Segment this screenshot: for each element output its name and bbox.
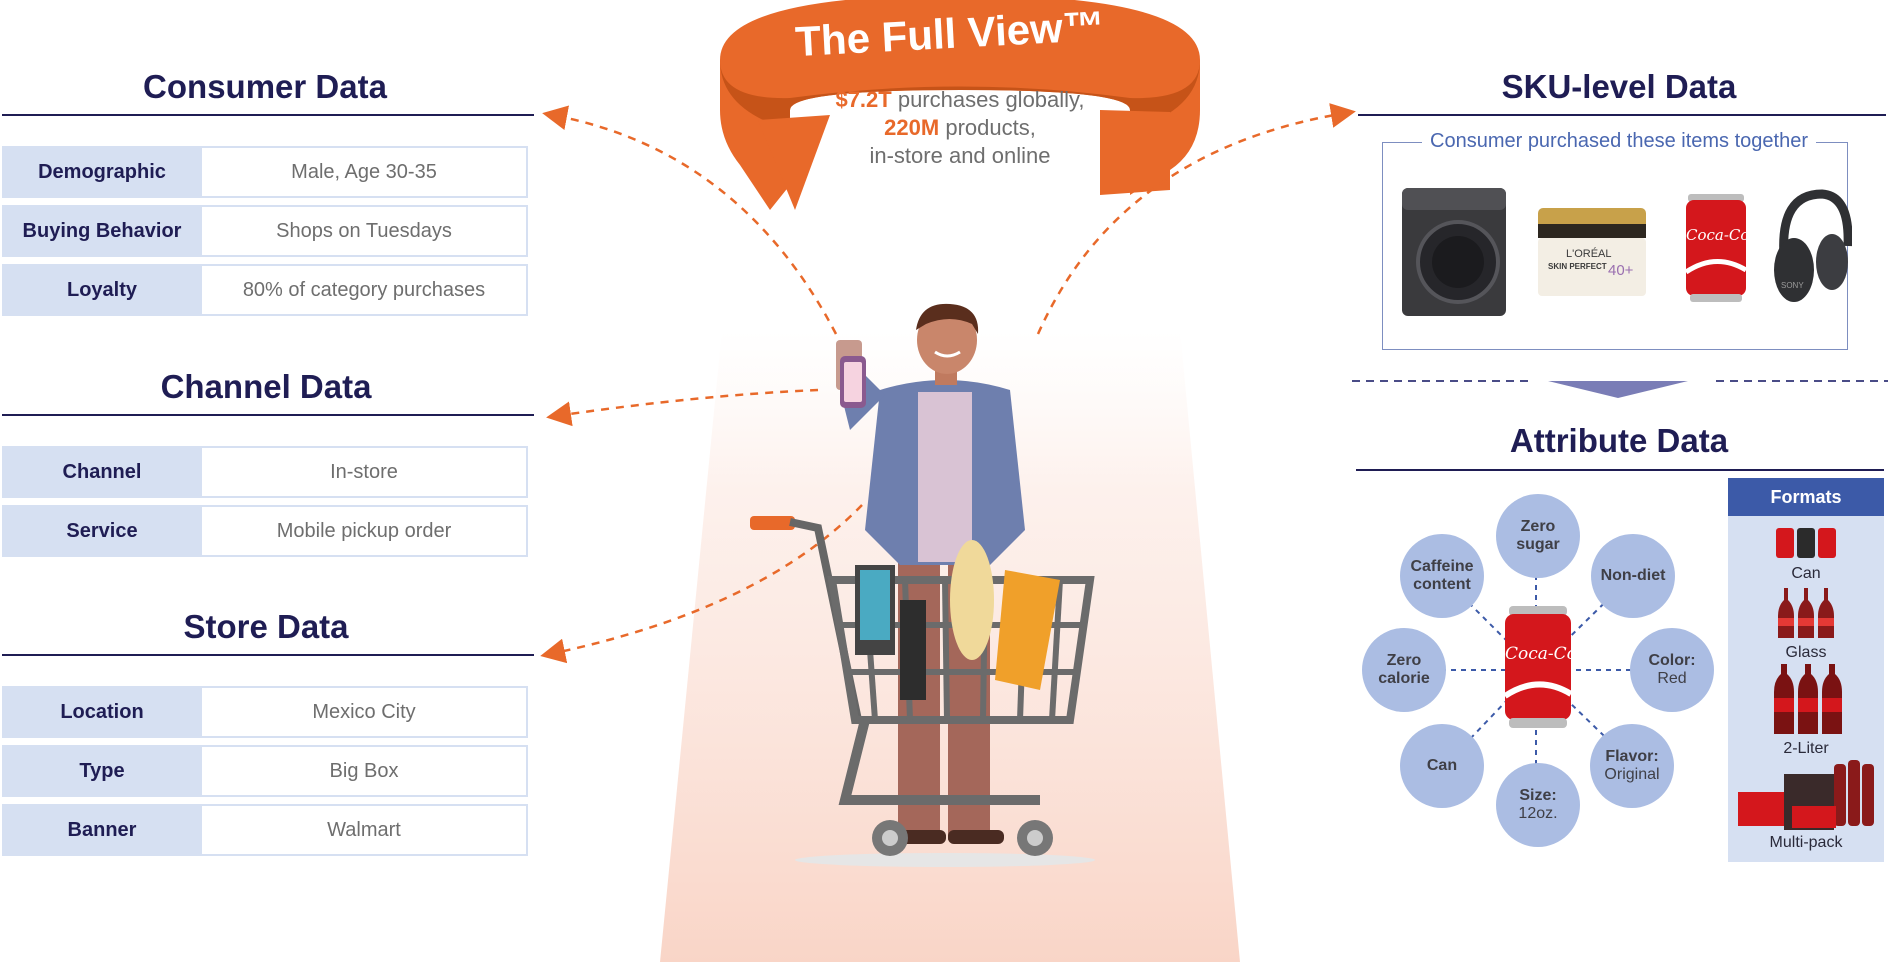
attribute-label: Color: — [1648, 652, 1696, 669]
loreal-line-text: SKIN PERFECT — [1548, 262, 1607, 271]
attribute-can: Can — [1400, 724, 1484, 808]
sku-to-attribute-divider — [1352, 380, 1888, 398]
store-row-banner: Banner Walmart — [2, 804, 528, 856]
row-value: Big Box — [202, 745, 528, 797]
row-key: Type — [2, 745, 202, 797]
loreal-age-text: 40+ — [1608, 262, 1634, 279]
row-key: Loyalty — [2, 264, 202, 316]
row-value: In-store — [202, 446, 528, 498]
format-label-multi-pack: Multi-pack — [1769, 834, 1843, 851]
row-key: Channel — [2, 446, 202, 498]
attribute-label: Zero sugar — [1516, 518, 1560, 553]
attribute-caffeine: Caffeine content — [1400, 534, 1484, 618]
attribute-zero-sugar: Zero sugar — [1496, 494, 1580, 578]
row-value: Walmart — [202, 804, 528, 856]
format-label-glass: Glass — [1785, 644, 1827, 661]
sku-caption: Consumer purchased these items together — [1422, 130, 1816, 153]
attribute-label: Zero calorie — [1378, 652, 1430, 687]
shopper-illustration — [750, 303, 1095, 867]
attribute-non-diet: Non-diet — [1591, 534, 1675, 618]
arrow-to-channel — [546, 388, 819, 427]
attribute-data-title: Attribute Data — [1509, 422, 1729, 459]
store-row-type: Type Big Box — [2, 745, 528, 797]
attribute-label: Can — [1426, 757, 1458, 774]
arrow-to-consumer — [542, 105, 838, 335]
consumer-row-buying-behavior: Buying Behavior Shops on Tuesdays — [2, 205, 528, 257]
row-value: Shops on Tuesdays — [202, 205, 528, 257]
products-text: products, — [939, 115, 1036, 140]
sku-data-title: SKU-level Data — [1501, 68, 1737, 105]
channel-row-channel: Channel In-store — [2, 446, 528, 498]
store-data-title: Store Data — [183, 608, 349, 645]
washing-machine-image — [1402, 188, 1506, 316]
row-key: Service — [2, 505, 202, 557]
attribute-value: 12oz. — [1518, 805, 1558, 822]
attribute-color: Color: Red — [1630, 628, 1714, 712]
attribute-can-image — [1503, 606, 1573, 728]
arrow-to-store — [540, 504, 863, 664]
sony-headphones-image — [1774, 189, 1852, 302]
row-value: Mobile pickup order — [202, 505, 528, 557]
products-value: 220M — [884, 115, 940, 140]
row-key: Banner — [2, 804, 202, 856]
channel-row-service: Service Mobile pickup order — [2, 505, 528, 557]
attribute-zero-calorie: Zero calorie — [1362, 628, 1446, 712]
channel-data-rule — [2, 414, 534, 416]
row-value: Male, Age 30-35 — [202, 146, 528, 198]
channel-data-title: Channel Data — [160, 368, 372, 405]
store-row-location: Location Mexico City — [2, 686, 528, 738]
row-value: 80% of category purchases — [202, 264, 528, 316]
coca-cola-can-image — [1684, 194, 1748, 302]
row-value: Mexico City — [202, 686, 528, 738]
attribute-label: Flavor: — [1605, 748, 1659, 765]
loreal-cream-image — [1538, 208, 1646, 296]
format-multi-pack-image — [1738, 760, 1874, 830]
purchases-text: purchases globally, — [891, 87, 1085, 112]
consumer-data-title: Consumer Data — [143, 68, 387, 105]
attribute-flavor: Flavor: Original — [1590, 724, 1674, 808]
attribute-size: Size: 12oz. — [1496, 763, 1580, 847]
full-view-ribbon — [720, 0, 1200, 210]
attribute-data-rule — [1356, 469, 1884, 471]
consumer-row-demographic: Demographic Male, Age 30-35 — [2, 146, 528, 198]
attribute-label: Non-diet — [1600, 567, 1666, 584]
attribute-label: Caffeine content — [1410, 558, 1474, 593]
format-can-image — [1776, 528, 1836, 558]
format-label-2-liter: 2-Liter — [1783, 740, 1829, 757]
coke-brand-text: Coca-Cola — [1686, 226, 1764, 244]
format-label-can: Can — [1791, 565, 1821, 582]
formats-title: Formats — [1728, 478, 1884, 516]
arrow-to-sku — [1036, 103, 1356, 335]
attribute-value: Red — [1657, 670, 1687, 687]
attribute-label: Size: — [1519, 787, 1557, 804]
sony-brand-text: SONY — [1781, 281, 1804, 290]
sku-data-rule — [1358, 114, 1886, 116]
row-key: Demographic — [2, 146, 202, 198]
attribute-coke-brand: Coca-Cola — [1505, 644, 1593, 664]
consumer-data-rule — [2, 114, 534, 116]
format-2-liter-image — [1774, 664, 1842, 734]
purchases-value: $7.2T — [835, 87, 892, 112]
consumer-row-loyalty: Loyalty 80% of category purchases — [2, 264, 528, 316]
store-data-rule — [2, 654, 534, 656]
attribute-value: Original — [1604, 766, 1660, 783]
channels-text: in-store and online — [869, 143, 1051, 168]
row-key: Location — [2, 686, 202, 738]
row-key: Buying Behavior — [2, 205, 202, 257]
format-glass-image — [1778, 588, 1834, 638]
loreal-brand-text: L'ORÉAL — [1566, 248, 1612, 260]
full-view-stats: $7.2T purchases globally, 220M products,… — [800, 86, 1120, 170]
